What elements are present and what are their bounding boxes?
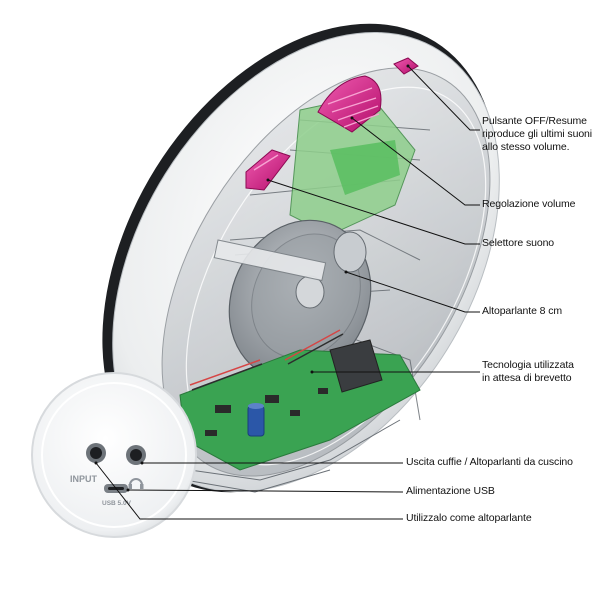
callout-headphones: Uscita cuffie / Altoparlanti da cuscino [406, 456, 573, 468]
callout-off-resume: Pulsante OFF/Resume riproduce gli ultimi… [482, 115, 593, 153]
capacitor [247, 403, 265, 437]
callout-sound-selector: Selettore suono [482, 237, 555, 249]
leader-volume [351, 117, 480, 206]
pcb-lower [179, 329, 421, 471]
pcb-upper [289, 94, 416, 236]
sound-selector-switch [245, 149, 291, 191]
usb-label: USB 5.0V [102, 500, 132, 507]
headphones-icon [128, 478, 144, 489]
input-label: INPUT [70, 474, 98, 484]
port-closeup: INPUT USB 5.0V [31, 372, 197, 538]
callout-volume: Regolazione volume [482, 198, 576, 210]
leader-speaker [345, 271, 480, 313]
leader-usb [127, 489, 404, 493]
leader-lines [95, 65, 480, 520]
callout-use-as-speaker: Utilizzalo come altoparlante [406, 512, 532, 524]
bottom-frame [184, 419, 401, 493]
volume-wheel [317, 75, 382, 133]
leader-sound-selector [267, 179, 480, 245]
callout-usb-power: Alimentazione USB [406, 485, 495, 497]
callout-technology: Tecnologia utilizzata in attesa di breve… [482, 359, 574, 384]
leader-dots [94, 64, 410, 492]
leader-off-resume [407, 65, 480, 131]
callout-speaker: Altoparlante 8 cm [482, 305, 563, 317]
off-resume-button [393, 57, 419, 75]
leader-use-as-speaker [95, 462, 403, 520]
